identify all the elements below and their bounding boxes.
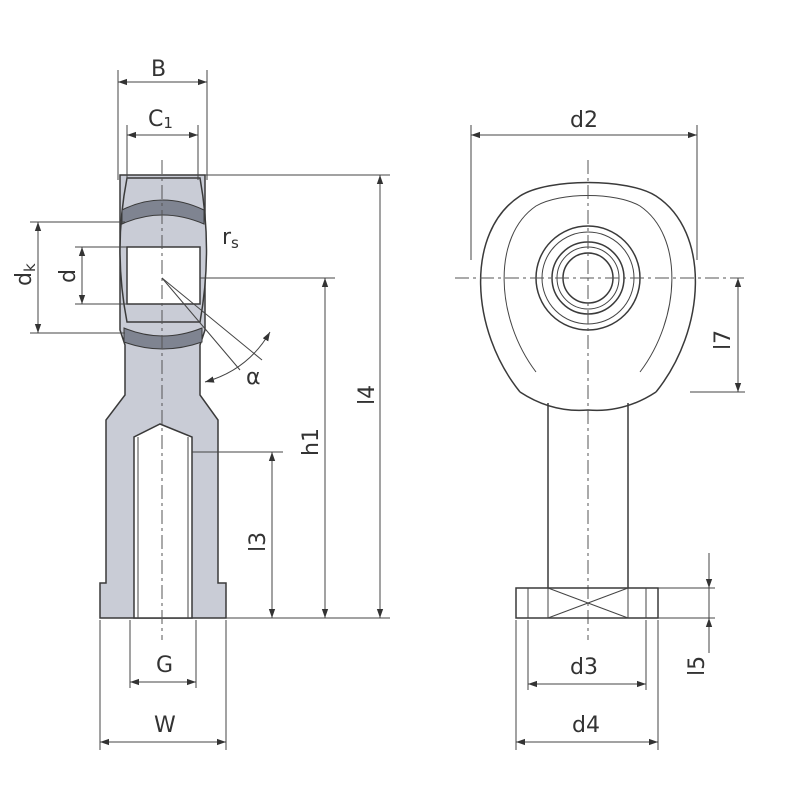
front-view-eye-outline — [479, 181, 697, 393]
label-C1: C1 — [148, 107, 173, 132]
label-rs: rs — [222, 225, 239, 252]
label-l5: l5 — [685, 656, 710, 676]
label-h1: h1 — [299, 428, 324, 456]
label-d4: d4 — [572, 713, 600, 738]
label-l7: l7 — [711, 330, 736, 350]
label-alpha: α — [246, 365, 261, 390]
label-W: W — [154, 713, 176, 738]
front-view: d2 l7 l5 d3 d4 — [455, 108, 745, 750]
upper-seal — [121, 199, 205, 225]
label-l4: l4 — [355, 385, 380, 405]
side-view: B C1 rs dk d α h1 l4 l3 — [12, 57, 390, 750]
lower-seal — [123, 327, 203, 350]
label-d: d — [56, 269, 81, 283]
label-G: G — [156, 653, 173, 678]
label-l3: l3 — [246, 532, 271, 552]
thread-bore — [133, 423, 193, 619]
label-d3: d3 — [570, 655, 598, 680]
label-dk: dk — [12, 263, 39, 286]
wrench-flats — [515, 587, 659, 619]
dim-alpha-arc — [204, 331, 271, 383]
label-d2: d2 — [570, 108, 598, 133]
ball-bore — [126, 246, 201, 305]
label-B: B — [151, 57, 166, 82]
